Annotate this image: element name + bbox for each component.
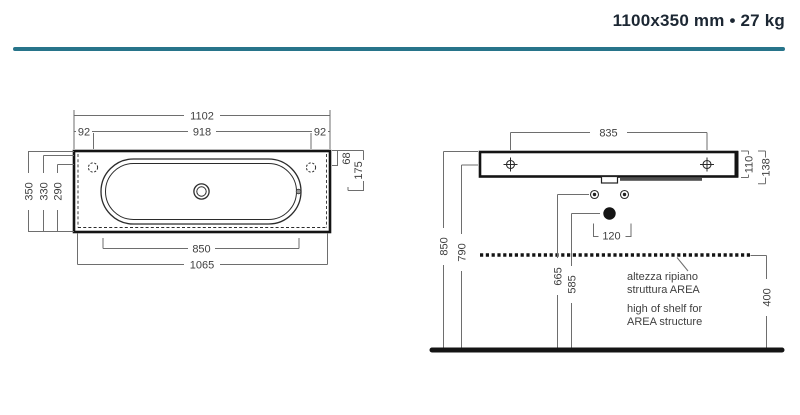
dim-fixing-height: 790 [457, 243, 469, 261]
dim-depth-basin: 290 [53, 182, 65, 200]
apron-strip [620, 177, 702, 181]
shelf-leader [676, 257, 689, 272]
dim-drain-from-back: 175 [353, 161, 365, 179]
dim-depth-inner: 330 [39, 182, 51, 200]
top-view: 1102 92 918 92 350 330 290 68 [22, 109, 365, 272]
dim-depth-total: 350 [24, 182, 36, 200]
top-view-dimensions: 1102 92 918 92 350 330 290 68 [22, 109, 365, 272]
dim-fixing-span: 835 [599, 128, 617, 140]
teal-divider [13, 47, 785, 51]
dim-tap-span: 918 [193, 127, 211, 139]
dim-height-with-apron: 138 [761, 158, 773, 176]
fixing-hole-right [700, 157, 714, 172]
waste-point [603, 207, 616, 220]
shelf-note-en-1: high of shelf for [627, 303, 703, 315]
dim-top-height: 850 [439, 237, 451, 255]
dim-width-total: 1102 [190, 111, 214, 123]
shelf-note: altezza ripiano struttura AREA high of s… [627, 271, 703, 328]
dim-tap-from-back: 68 [341, 152, 353, 164]
supply-points [589, 189, 630, 200]
shelf-note-en-2: AREA structure [627, 316, 702, 328]
shelf-note-it-2: struttura AREA [627, 284, 700, 296]
dim-tap-left-offset: 92 [78, 127, 90, 139]
tap-holes [87, 162, 317, 173]
dim-shelf-height: 400 [762, 288, 774, 306]
drain-outlet [600, 175, 619, 184]
fixing-hole-left [503, 157, 518, 172]
dim-basin-width: 850 [192, 244, 210, 256]
dim-drain-spacing: 120 [602, 231, 620, 243]
dim-height-front: 110 [744, 156, 756, 174]
dim-base-width: 1065 [190, 260, 214, 272]
basin-bowl [100, 158, 302, 225]
front-view-dimensions: 835 110 138 850 790 665 [437, 126, 774, 348]
dim-tap-right-offset: 92 [314, 127, 326, 139]
overflow-hole [295, 188, 302, 195]
dim-supply-height: 665 [553, 267, 565, 285]
shelf-note-it-1: altezza ripiano [627, 271, 698, 283]
basin-front [478, 150, 739, 178]
dim-drain-height: 585 [567, 275, 579, 293]
basin-hidden-edge [77, 154, 327, 228]
page-title: 1100x350 mm • 27 kg [612, 11, 785, 30]
drain-hole [193, 183, 210, 200]
front-view: 120 altezza ripiano struttura AREA high … [429, 126, 785, 353]
